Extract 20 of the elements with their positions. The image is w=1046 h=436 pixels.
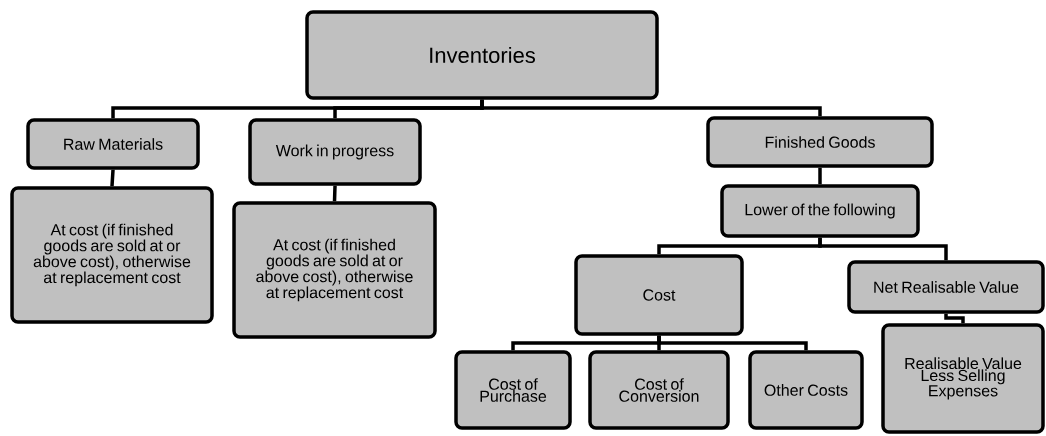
process-box: Cost of Conversion: [588, 350, 730, 430]
process-box: Realisable Value Less Selling Expenses: [881, 323, 1045, 434]
process-box: Raw Materials: [26, 118, 200, 170]
process-box: Cost of Purchase: [454, 350, 572, 430]
process-box: Work in progress: [248, 118, 422, 186]
connector-line: [110, 169, 115, 187]
process-box: Cost: [574, 254, 744, 336]
connector-line: [480, 99, 822, 117]
connector-line: [657, 335, 808, 351]
process-box: Lower of the following: [720, 184, 920, 238]
process-box: Net Realisable Value: [847, 260, 1045, 314]
process-box: Other Costs: [748, 350, 864, 430]
connector-line: [944, 313, 965, 324]
connector-line: [818, 237, 948, 261]
process-box: Inventories: [305, 10, 659, 100]
process-box: At cost (if finished goods are sold at or above cost), otherwise at replacement cost: [232, 201, 437, 339]
connector-line: [818, 167, 822, 185]
connector-line: [332, 185, 337, 202]
process-box: Finished Goods: [706, 116, 934, 168]
process-box: At cost (if finished goods are sold at or above cost), otherwise at replacement cost: [10, 186, 214, 324]
